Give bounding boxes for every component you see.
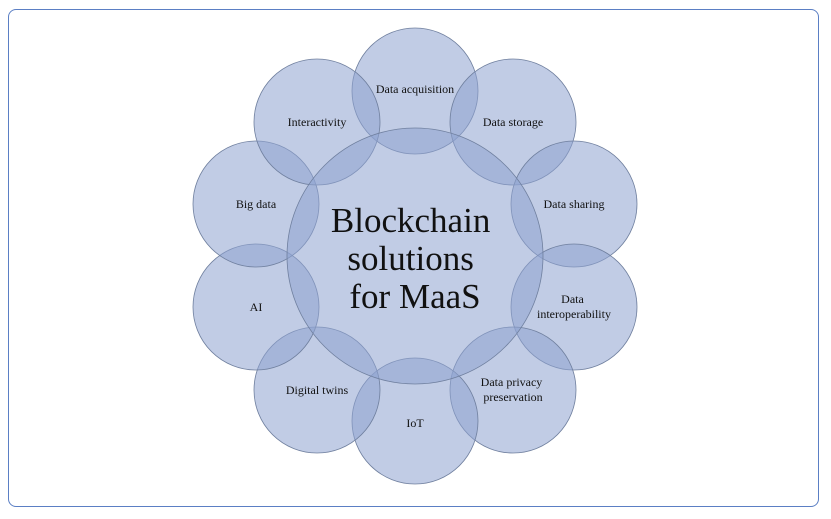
petal-labels: Data acquisition Data storage Data shari… bbox=[236, 82, 611, 430]
petal-label-line: Interactivity bbox=[288, 115, 347, 129]
hub-title-line: solutions bbox=[347, 239, 473, 278]
petal-label-data-acquisition: Data acquisition bbox=[376, 82, 454, 96]
petal-label-big-data: Big data bbox=[236, 197, 277, 211]
petal-label-line: Digital twins bbox=[286, 383, 349, 397]
petal-label-line: Data storage bbox=[483, 115, 543, 129]
hub-title-line: for MaaS bbox=[349, 277, 480, 316]
petal-label-line: interoperability bbox=[537, 307, 611, 321]
petal-label-line: Data acquisition bbox=[376, 82, 454, 96]
hub-title-line: Blockchain bbox=[331, 201, 490, 240]
petal-label-line: Data sharing bbox=[544, 197, 605, 211]
petal-label-data-sharing: Data sharing bbox=[544, 197, 605, 211]
hub-circle bbox=[286, 127, 544, 385]
petal-label-iot: IoT bbox=[406, 416, 424, 430]
petal-label-ai: AI bbox=[250, 300, 263, 314]
petal-label-data-storage: Data storage bbox=[483, 115, 543, 129]
petal-label-line: Data bbox=[561, 292, 584, 306]
petal-label-line: Big data bbox=[236, 197, 277, 211]
petal-label-data-interoperability: Data interoperability bbox=[537, 292, 611, 321]
petal-label-line: Data privacy bbox=[481, 375, 543, 389]
petal-label-interactivity: Interactivity bbox=[288, 115, 347, 129]
hub-title: Blockchain solutions for MaaS bbox=[331, 201, 499, 316]
petal-label-data-privacy: Data privacy preservation bbox=[481, 375, 546, 404]
petal-circles bbox=[192, 27, 638, 485]
petal-label-line: AI bbox=[250, 300, 263, 314]
petal-label-line: preservation bbox=[483, 390, 542, 404]
petal-label-digital-twins: Digital twins bbox=[286, 383, 349, 397]
petal-label-line: IoT bbox=[406, 416, 424, 430]
